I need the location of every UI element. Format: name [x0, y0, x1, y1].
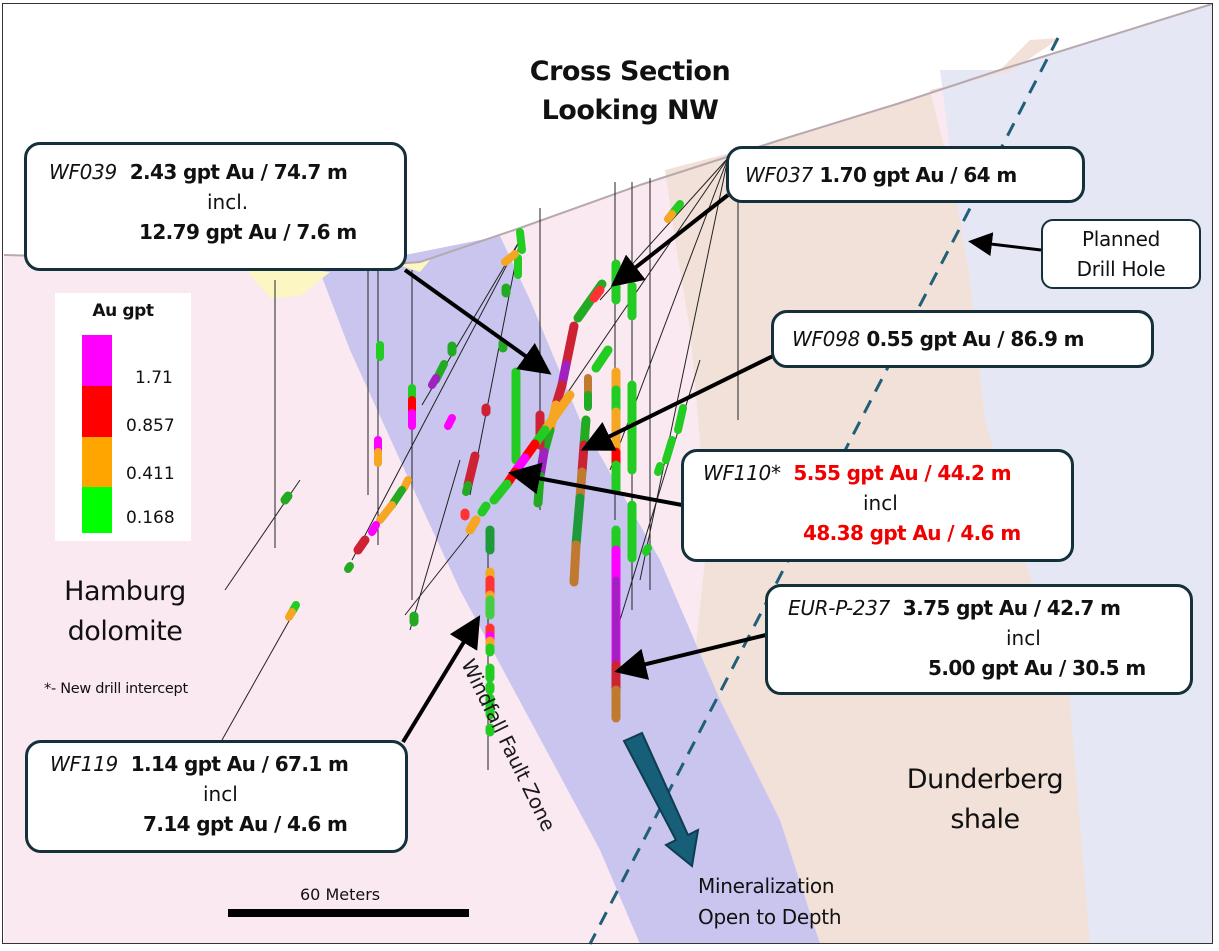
planned-line-1: Planned: [1081, 227, 1161, 251]
hamburg-dolomite-label: Hamburg dolomite: [45, 572, 205, 652]
scale-bar-label: 60 Meters: [300, 885, 381, 904]
intercept-main: 3.75 gpt Au / 42.7 m: [902, 596, 1121, 620]
legend-title: Au gpt: [92, 301, 154, 321]
callout-wf119: WF119 1.14 gpt Au / 67.1 m incl 7.14 gpt…: [25, 740, 408, 853]
legend-label: 1.71: [135, 368, 173, 388]
callout-wf110: WF110* 5.55 gpt Au / 44.2 m incl 48.38 g…: [681, 449, 1074, 562]
planned-drill-hole-label: Planned Drill Hole: [1041, 219, 1201, 289]
callout-wf039: WF039 2.43 gpt Au / 74.7 m incl. 12.79 g…: [24, 142, 407, 271]
intercept-main: 1.14 gpt Au / 67.1 m: [130, 752, 349, 776]
mineralization-arrow: [622, 731, 700, 868]
legend-swatch-green: [82, 487, 112, 533]
incl-label: incl: [203, 782, 238, 806]
rock-label-line: dolomite: [67, 616, 183, 647]
legend-swatch-magenta: [82, 335, 112, 386]
incl-label: incl: [1006, 626, 1041, 650]
intercept-main: 2.43 gpt Au / 74.7 m: [129, 160, 348, 184]
mineralization-label: Mineralization Open to Depth: [698, 871, 842, 933]
callout-eur-p-237: EUR-P-237 3.75 gpt Au / 42.7 m incl 5.00…: [765, 584, 1193, 695]
mineral-line-1: Mineralization: [698, 874, 835, 898]
callout-wf098: WF098 0.55 gpt Au / 86.9 m: [771, 310, 1154, 368]
rock-label-line: Hamburg: [64, 576, 186, 607]
legend-swatch-orange: [82, 437, 112, 487]
hole-id: WF119: [50, 752, 118, 776]
legend-swatch-red: [82, 386, 112, 437]
title-line-1: Cross Section: [529, 56, 731, 87]
intercept-sub: 7.14 gpt Au / 4.6 m: [143, 812, 348, 836]
intercept-main: 5.55 gpt Au / 44.2 m: [793, 461, 1011, 485]
hole-id: WF098: [792, 327, 860, 351]
hole-id: WF110*: [703, 461, 781, 485]
callout-wf037: WF037 1.70 gpt Au / 64 m: [726, 146, 1085, 203]
intercept-sub: 48.38 gpt Au / 4.6 m: [803, 521, 1021, 545]
mineral-line-2: Open to Depth: [698, 905, 842, 929]
title-line-2: Looking NW: [541, 95, 719, 126]
intercept-sub: 12.79 gpt Au / 7.6 m: [139, 220, 357, 244]
hole-id: WF039: [49, 160, 117, 184]
dunderberg-shale-label: Dunderberg shale: [880, 760, 1090, 840]
page-title: Cross Section Looking NW: [470, 52, 790, 130]
planned-line-2: Drill Hole: [1076, 257, 1166, 281]
hole-id: WF037: [745, 163, 813, 187]
legend-label: 0.857: [126, 416, 175, 436]
rock-label-line: shale: [950, 804, 1020, 835]
incl-label: incl: [863, 491, 898, 515]
incl-label: incl.: [207, 190, 249, 214]
intercept-main: 1.70 gpt Au / 64 m: [819, 163, 1017, 187]
hole-id: EUR-P-237: [788, 596, 891, 620]
legend-label: 0.411: [126, 464, 175, 484]
scale-bar: [228, 909, 469, 917]
windfall-fault-zone: [320, 236, 820, 944]
au-grade-legend: Au gpt 1.71 0.857 0.411 0.168: [55, 293, 191, 541]
new-intercept-note: *- New drill intercept: [44, 681, 188, 697]
intercept-main: 0.55 gpt Au / 86.9 m: [866, 327, 1084, 351]
intercept-sub: 5.00 gpt Au / 30.5 m: [928, 656, 1146, 680]
legend-label: 0.168: [126, 508, 175, 528]
rock-label-line: Dunderberg: [906, 764, 1064, 795]
